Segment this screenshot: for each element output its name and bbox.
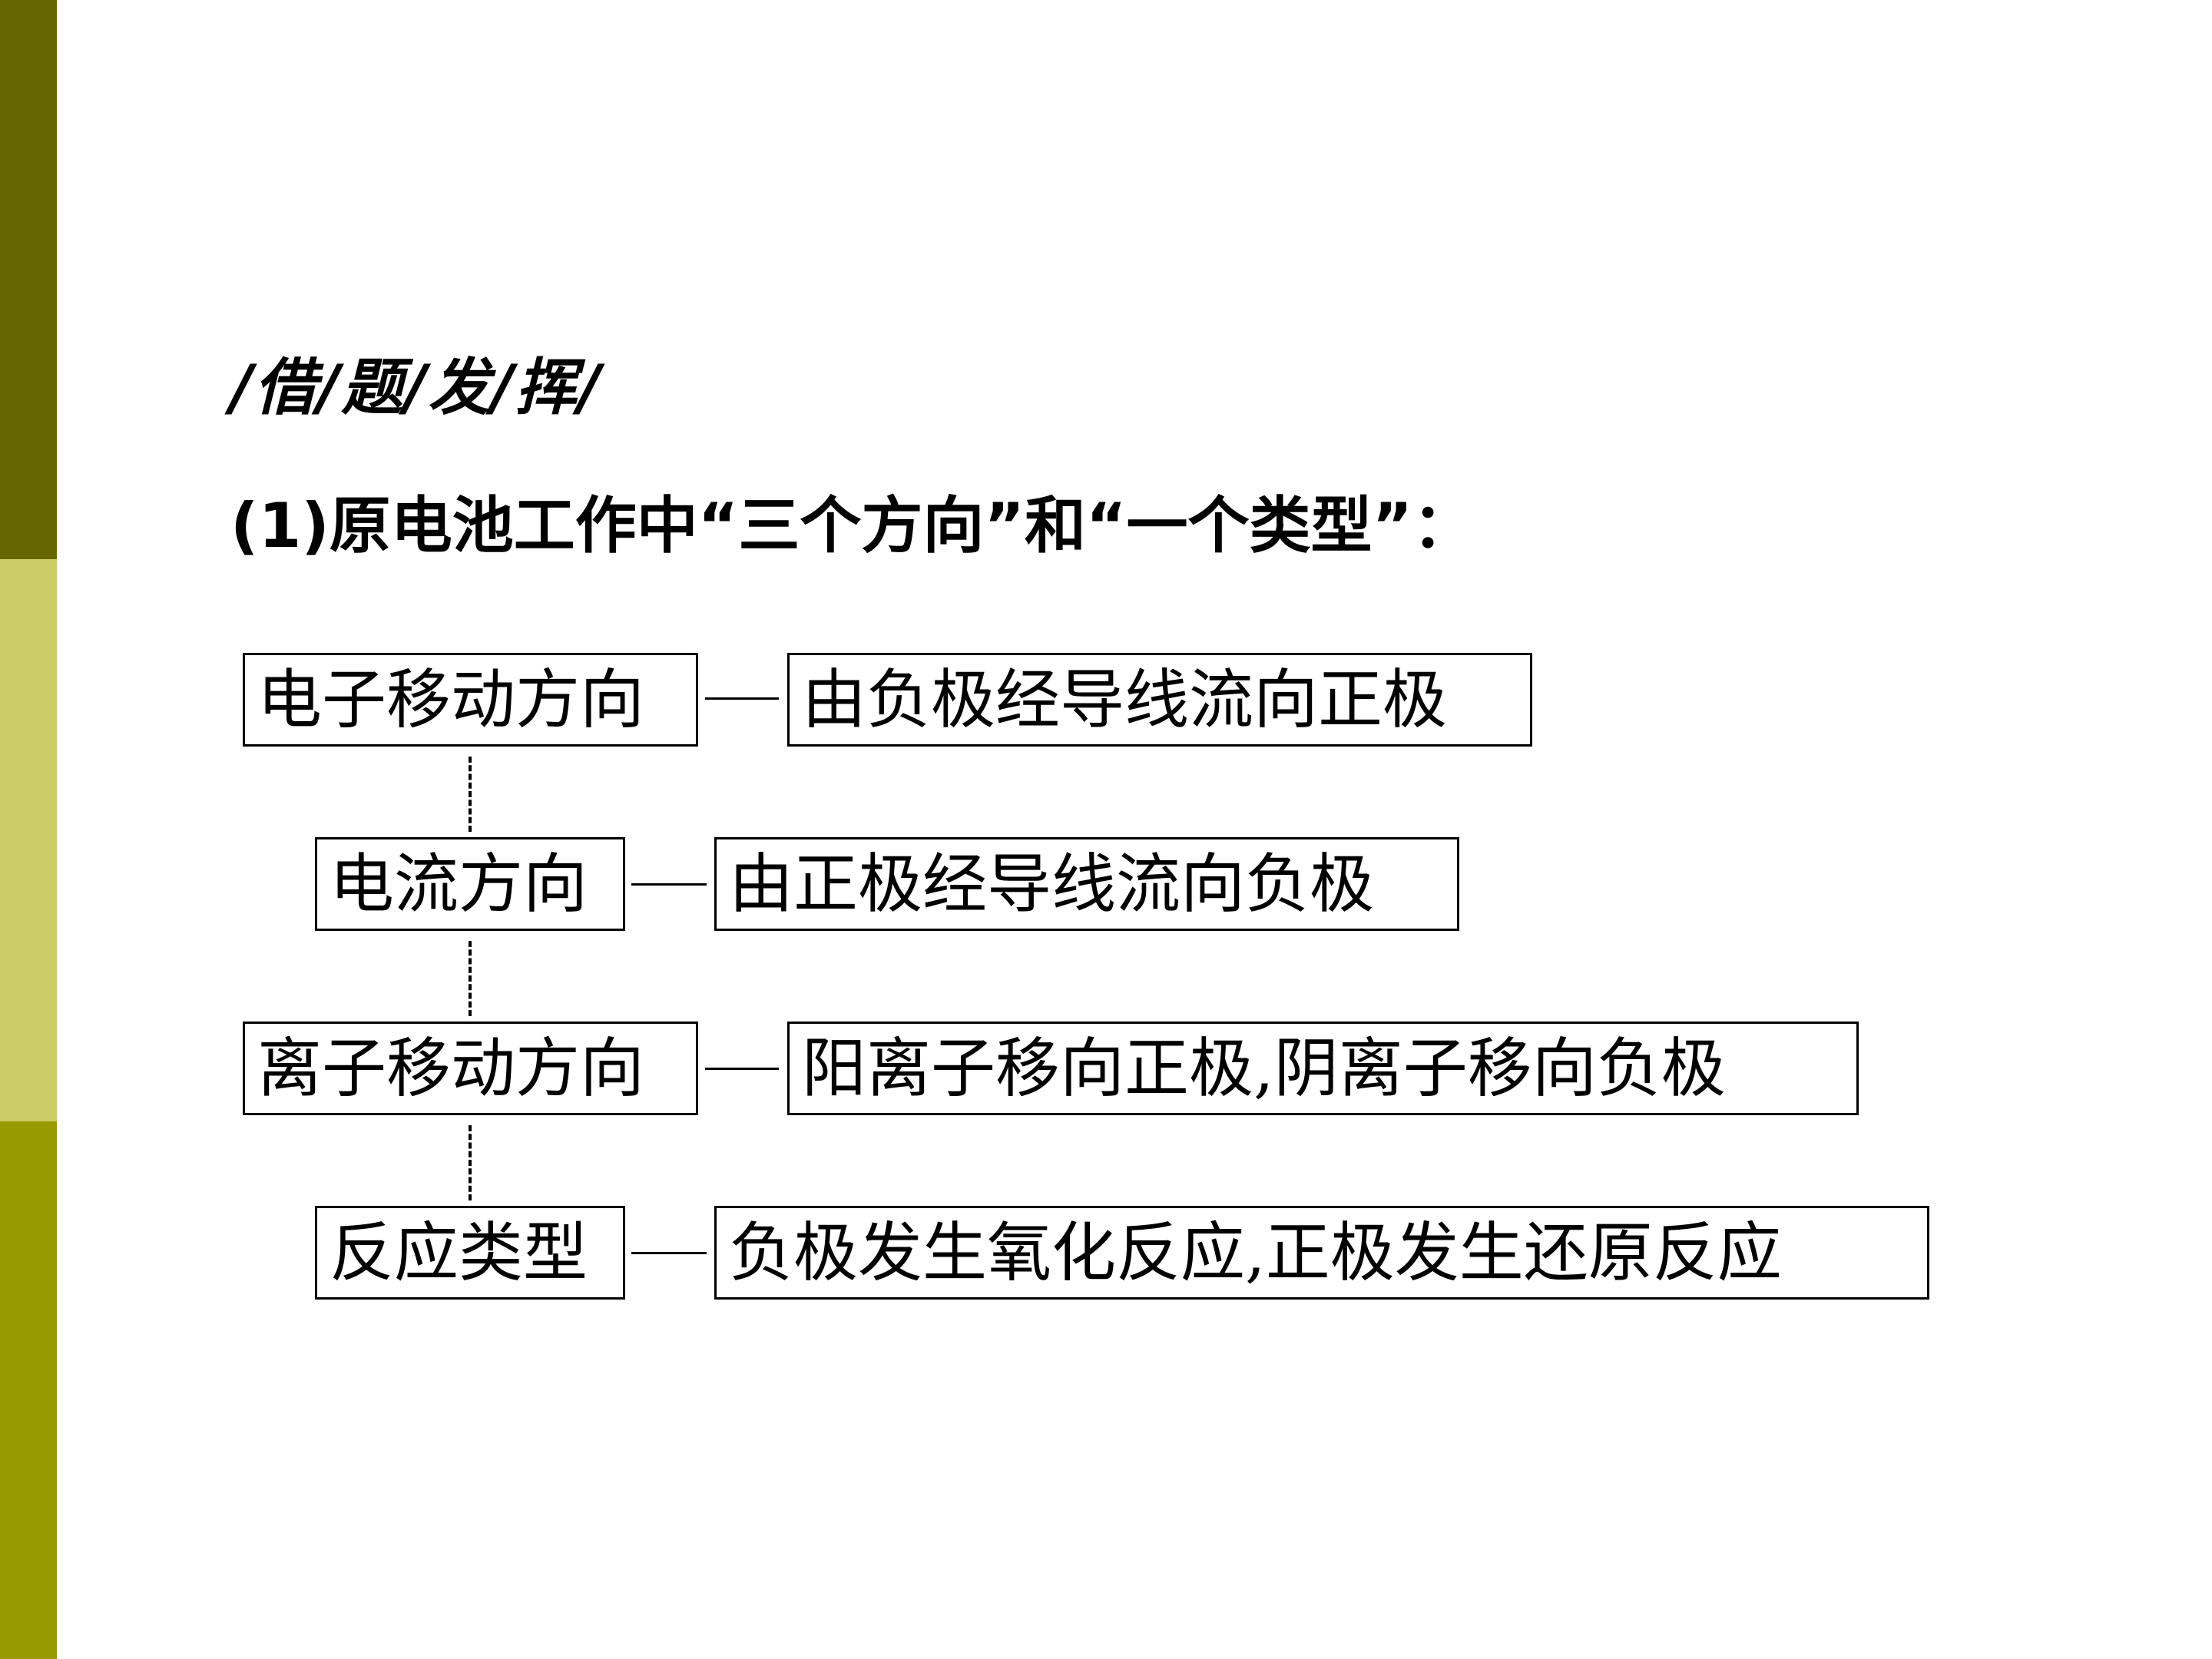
term-box-ion-direction: 离子移动方向: [243, 1022, 698, 1115]
connector-line-3: [705, 1068, 779, 1070]
dashed-link-1: [469, 757, 472, 832]
section-label: /借/题/发/挥/: [230, 352, 603, 423]
desc-box-electron-direction: 由负极经导线流向正极: [787, 653, 1532, 747]
desc-box-current-direction: 由正极经导线流向负极: [714, 837, 1459, 931]
connector-line-4: [631, 1252, 707, 1254]
dashed-link-3: [469, 1125, 472, 1200]
term-box-reaction-type: 反应类型: [315, 1206, 625, 1300]
side-strip-top: [0, 0, 57, 559]
connector-line-1: [705, 697, 779, 700]
side-strip-middle: [0, 559, 57, 1121]
term-box-current-direction: 电流方向: [315, 837, 625, 931]
desc-box-ion-direction: 阳离子移向正极,阴离子移向负极: [787, 1022, 1859, 1115]
desc-box-reaction-type: 负极发生氧化反应,正极发生还原反应: [714, 1206, 1929, 1300]
connector-line-2: [631, 883, 707, 886]
heading: (1)原电池工作中“三个方向”和“一个类型”：: [230, 490, 1475, 561]
side-strip-bottom: [0, 1121, 57, 1659]
dashed-link-2: [469, 941, 472, 1016]
term-box-electron-direction: 电子移动方向: [243, 653, 698, 747]
